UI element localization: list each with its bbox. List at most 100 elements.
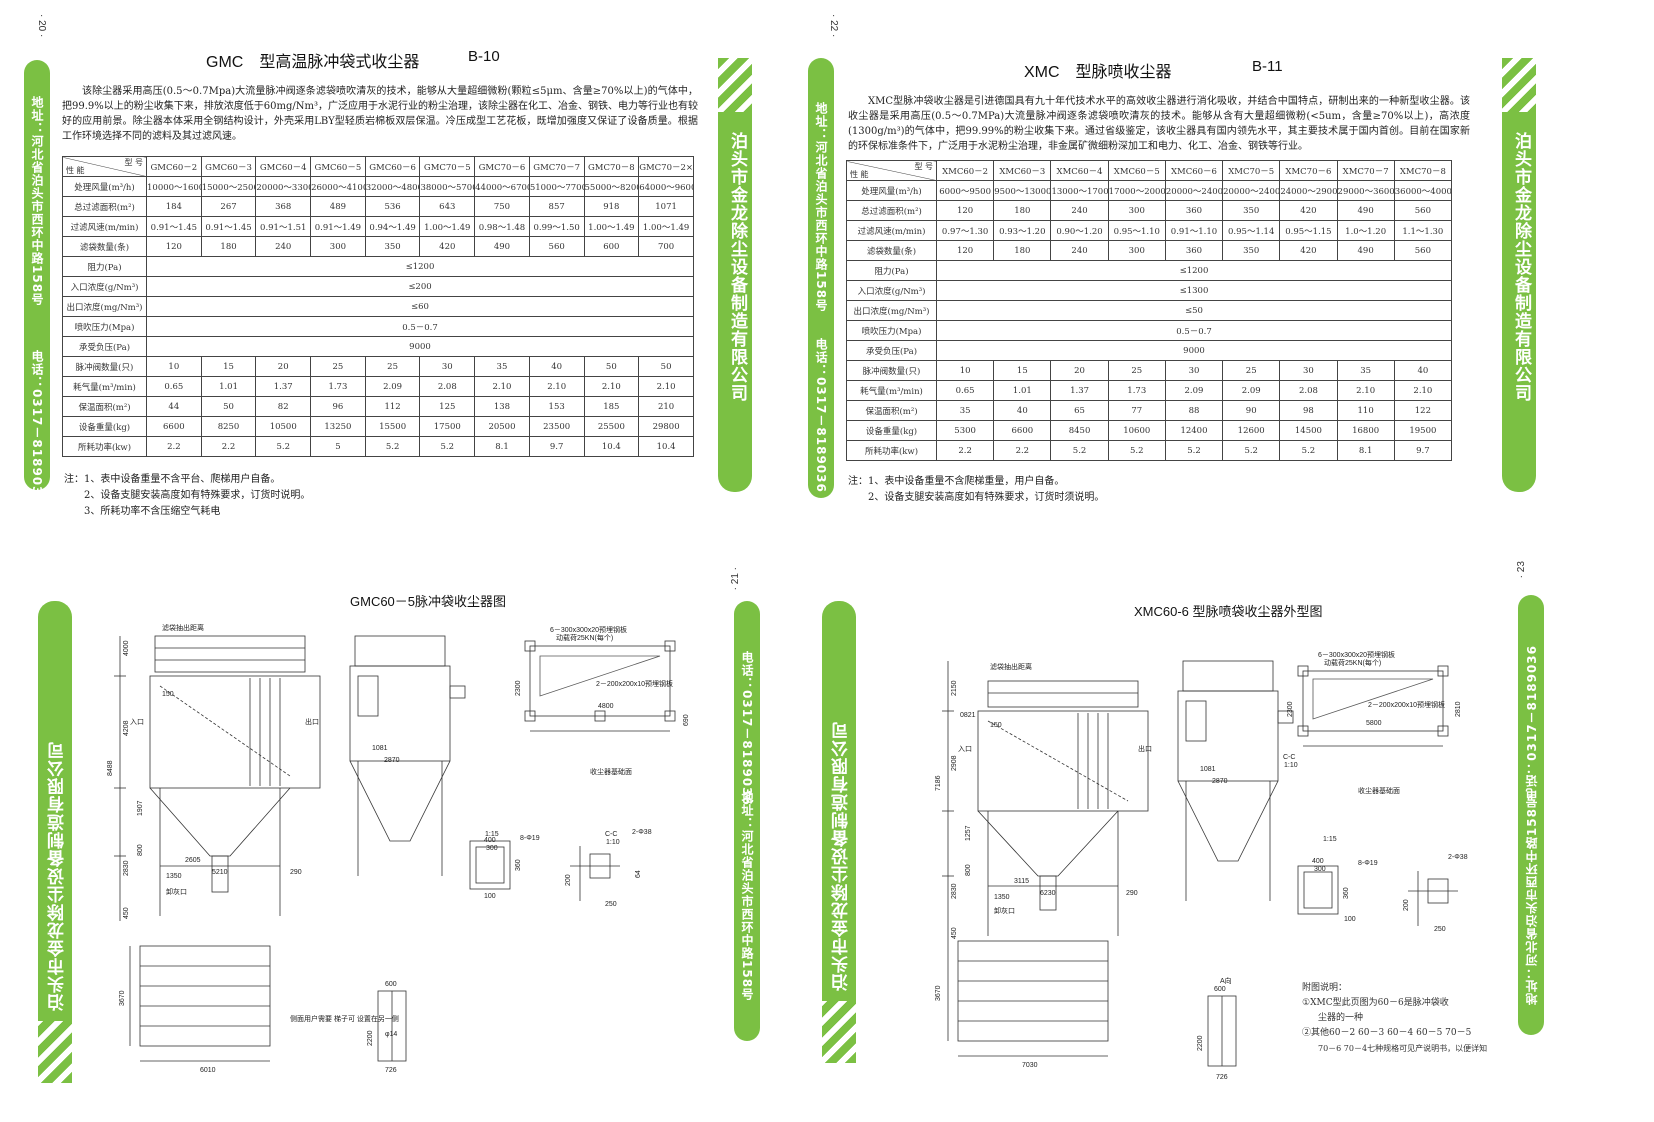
row-label: 滤袋数量(条) <box>62 236 147 257</box>
table-cell: 20500 <box>474 416 530 437</box>
table-cell: 8250 <box>200 416 257 437</box>
table-cell: 8450 <box>1050 420 1109 441</box>
company-bar: 泊头市金龙除尘设备制造有限公司 <box>718 112 752 492</box>
dim-450: 450 <box>123 907 130 919</box>
label-plate1: 6－300x300x20预埋钢板 <box>550 625 627 634</box>
table-cell: 35 <box>1336 360 1395 381</box>
table-cell: 0.91～1.10 <box>1164 220 1224 241</box>
page-number: · 21 · <box>730 567 741 591</box>
dim-150: 150 <box>990 722 1002 729</box>
table-cell: 2.09 <box>1164 380 1224 401</box>
table-cell: 2.10 <box>528 376 585 397</box>
dim-600: 600 <box>1214 986 1226 993</box>
table-cell: 25 <box>1222 360 1281 381</box>
label-outlet: 出口 <box>305 717 319 726</box>
model-header: GMC70－2×5 <box>638 156 694 177</box>
label-cc: C-C <box>605 831 617 838</box>
table-cell: 120 <box>935 240 995 261</box>
row-label: 承受负压(Pa) <box>62 336 147 357</box>
table-cell: 267 <box>200 196 257 217</box>
model-header: XMC60－4 <box>1050 160 1109 181</box>
row-label: 设备重量(kg) <box>62 416 147 437</box>
table-cell: 10.4 <box>583 436 640 457</box>
dim-200: 200 <box>1403 899 1410 911</box>
table-cell: 5.2 <box>1222 440 1281 461</box>
table-cell: 29800 <box>638 416 694 437</box>
label-ash: 卸灰口 <box>994 906 1015 915</box>
dim-300: 300 <box>486 845 498 852</box>
dim-250: 250 <box>605 901 617 908</box>
dim-2870: 2870 <box>1212 778 1228 785</box>
table-cell: ≤50 <box>936 300 1452 321</box>
row-label: 入口浓度(g/Nm³) <box>62 276 147 297</box>
dim-2830: 2830 <box>123 860 130 876</box>
dim-400: 400 <box>1312 858 1324 865</box>
row-label: 出口浓度(mg/Nm³) <box>846 300 937 321</box>
row-label: 入口浓度(g/Nm³) <box>846 280 937 301</box>
table-cell: 5.2 <box>1107 440 1166 461</box>
table-cell: 25500 <box>583 416 640 437</box>
decor-stripes <box>718 58 752 120</box>
table-cell: 420 <box>1279 200 1338 221</box>
dim-6010: 6010 <box>200 1067 216 1074</box>
label-foundation: 收尘器基础面 <box>590 767 632 776</box>
table-cell: 185 <box>583 396 640 417</box>
side-address-bar: 地址：河北省泊头市西环中路158号 电话：0317－8189036 <box>808 58 834 498</box>
table-cell: 9500～13000 <box>993 180 1052 201</box>
table-cell: 50 <box>200 396 257 417</box>
table-cell: 25 <box>1107 360 1166 381</box>
side-phone: 电话：0317－8189036 <box>814 338 828 493</box>
table-cell: 210 <box>638 396 694 417</box>
table-cell: 30 <box>1164 360 1224 381</box>
table-cell: 2.2 <box>200 436 257 457</box>
table-cell: 2.08 <box>419 376 476 397</box>
label-plate1b: 动载荷25KN(每个) <box>556 633 613 642</box>
table-cell: 5.2 <box>419 436 476 457</box>
table-cell: 2.08 <box>1279 380 1338 401</box>
table-cell: 19500 <box>1393 420 1453 441</box>
dim-290: 290 <box>290 869 302 876</box>
label-plate1: 6－300x300x20预埋钢板 <box>1318 650 1395 659</box>
dim-1081: 1081 <box>372 745 388 752</box>
dim-3670: 3670 <box>119 990 126 1006</box>
side-address: 地址：河北省泊头市西环中路158号 <box>1525 795 1539 1006</box>
table-cell: 10 <box>146 356 202 377</box>
table-cell: 25 <box>310 356 366 377</box>
dim-800: 800 <box>137 844 144 856</box>
dim-4000: 4000 <box>123 640 130 656</box>
table-cell: 65 <box>1050 400 1109 421</box>
table-row: 喷吹压力(Mpa)0.5－0.7 <box>846 320 1452 341</box>
dim-3670: 3670 <box>935 985 942 1001</box>
label-cc-scale: 1:10 <box>606 839 620 846</box>
model-header: XMC70－5 <box>1222 160 1281 181</box>
table-cell: 918 <box>583 196 640 217</box>
table-cell: 20 <box>255 356 312 377</box>
table-row: 阻力(Pa)≤1200 <box>846 260 1452 281</box>
table-cell: 536 <box>364 196 421 217</box>
table-cell: 1.1～1.30 <box>1393 220 1453 241</box>
table-cell: ≤1200 <box>146 256 694 277</box>
company-bar: 泊头市金龙除尘设备制造有限公司 <box>1502 112 1536 492</box>
table-cell: 110 <box>1336 400 1395 421</box>
model-header: XMC70－6 <box>1279 160 1338 181</box>
table-cell: 6000～9500 <box>935 180 995 201</box>
table-cell: 98 <box>1279 400 1338 421</box>
corner-bottom: 性 能 <box>66 166 85 175</box>
decor-stripes <box>1502 58 1536 120</box>
dim-800: 800 <box>965 864 972 876</box>
table-cell: 700 <box>638 236 694 257</box>
table-cell: 2.2 <box>935 440 995 461</box>
row-label: 脉冲阀数量(只) <box>846 360 937 381</box>
table-cell: 0.90～1.20 <box>1050 220 1109 241</box>
table-row: 承受负压(Pa)9000 <box>846 340 1452 361</box>
corner-bottom: 性 能 <box>850 170 869 179</box>
table-cell: 40 <box>993 400 1052 421</box>
table-cell: 90 <box>1222 400 1281 421</box>
dim-5210: 5210 <box>212 869 228 876</box>
table-cell: 64000～96000 <box>638 176 694 197</box>
dim-450: 450 <box>951 927 958 939</box>
